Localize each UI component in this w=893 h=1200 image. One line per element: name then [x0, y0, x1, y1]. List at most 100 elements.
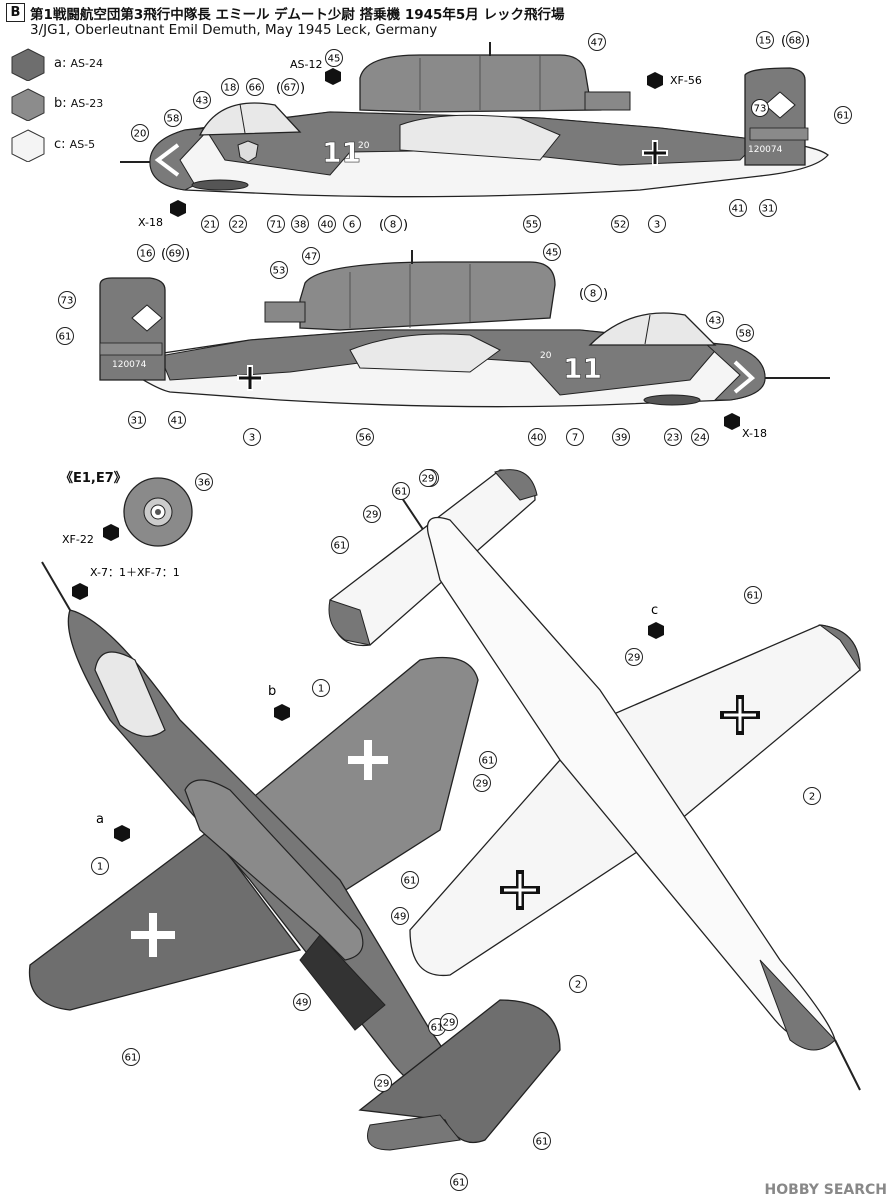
balkenkreuz-icon: [237, 365, 263, 391]
paint-tag-b: b: [268, 684, 276, 699]
part-callout: 61: [744, 586, 762, 604]
werknummer-marking: 120074: [748, 145, 783, 155]
balkenkreuz-icon: [348, 740, 388, 780]
small-number-marking: 20: [358, 141, 370, 151]
part-callout: 7: [566, 428, 584, 446]
part-callout: 31: [759, 199, 777, 217]
legend-paint: AS-24: [70, 57, 103, 70]
part-number: 58: [739, 329, 752, 340]
part-number: 1: [97, 862, 103, 873]
part-callout: 40: [318, 215, 336, 233]
part-number: 24: [694, 433, 707, 444]
werknummer-marking-2: 120074: [112, 360, 147, 370]
part-callout: 20: [131, 124, 149, 142]
part-callout: 55: [523, 215, 541, 233]
part-callout: 71: [267, 215, 285, 233]
paren-close: ): [403, 218, 408, 233]
part-callout: 29: [440, 1013, 458, 1031]
part-number: 61: [837, 111, 850, 122]
part-number: 39: [615, 433, 628, 444]
part-number: 16: [140, 249, 153, 260]
part-callout: 61: [56, 327, 74, 345]
part-callout: 16: [137, 244, 155, 262]
part-number: 61: [59, 332, 72, 343]
aircraft-number-marking: 11: [322, 136, 361, 169]
part-number: 67: [284, 83, 297, 94]
part-callout: 29: [419, 469, 437, 487]
paint-code-tags: AS-12 XF-56 X-18 X-18 XF-22 X-7：1＋XF-7：1…: [62, 58, 767, 842]
part-callout: 69(): [161, 244, 190, 262]
part-number: 61: [431, 1023, 444, 1034]
part-number: 71: [270, 220, 283, 231]
section-badge: B: [6, 3, 25, 22]
paint-tag-a: a: [96, 812, 104, 827]
part-callout: 29: [473, 774, 491, 792]
watermark-text: HOBBY SEARCH: [764, 1182, 887, 1198]
plan-view-top: [28, 561, 561, 1151]
part-number: 52: [614, 220, 627, 231]
aircraft-number-marking-2: 11: [563, 352, 602, 385]
paren-open: (: [579, 287, 584, 302]
paren-open: (: [161, 247, 166, 262]
part-callout: 61: [533, 1132, 551, 1150]
part-number: 31: [762, 204, 775, 215]
legend-item-a: a: AS-24: [8, 47, 128, 81]
part-number: 45: [546, 248, 559, 259]
part-number: 73: [754, 104, 767, 115]
part-callout: 73: [58, 291, 76, 309]
part-number: 45: [328, 54, 341, 65]
part-callout: 58: [164, 109, 182, 127]
part-number: 53: [273, 266, 286, 277]
part-number: 58: [167, 114, 180, 125]
part-number: 29: [443, 1018, 456, 1029]
view-label: 《E1,E7》: [60, 471, 127, 486]
side-view-left: 11 20 120074: [120, 42, 829, 198]
plan-view-bottom: [328, 469, 861, 1091]
part-callout: 52: [611, 215, 629, 233]
part-number: 2: [809, 792, 815, 803]
part-number: 23: [667, 433, 680, 444]
part-number: 15: [759, 36, 772, 47]
paint-tag-xf22: XF-22: [62, 533, 94, 546]
part-callout: 61: [122, 1048, 140, 1066]
part-callout: 45: [543, 243, 561, 261]
paren-open: (: [276, 81, 281, 96]
part-callout: 6: [343, 215, 361, 233]
part-number: 40: [321, 220, 334, 231]
legend-key: a:: [54, 56, 67, 71]
part-number: 20: [134, 129, 147, 140]
hex-swatch-icon: [11, 48, 45, 81]
part-number: 61: [482, 756, 495, 767]
part-number: 29: [476, 779, 489, 790]
hex-swatch-icon: [11, 88, 45, 121]
side-view-right: 120074 11 20: [99, 250, 830, 408]
part-number: 61: [404, 876, 417, 887]
part-number: 55: [526, 220, 539, 231]
part-number: 61: [747, 591, 760, 602]
part-number: 66: [249, 83, 262, 94]
legend-item-c: c: AS-5: [8, 128, 128, 162]
part-number: 49: [296, 998, 309, 1009]
legend-item-b: b: AS-23: [8, 87, 128, 121]
part-callout: 21: [201, 215, 219, 233]
paren-close: ): [185, 247, 190, 262]
paint-tag-as12: AS-12: [290, 58, 322, 71]
part-callout: 39: [612, 428, 630, 446]
part-number: 41: [171, 416, 184, 427]
part-number: 61: [125, 1053, 138, 1064]
part-callout: 61: [450, 1173, 468, 1191]
part-number: 40: [531, 433, 544, 444]
paren-close: ): [603, 287, 608, 302]
part-number: 29: [377, 1079, 390, 1090]
part-callout: 73: [751, 99, 769, 117]
paint-tag-x7: X-7：1＋XF-7：1: [90, 566, 180, 579]
part-number: 36: [198, 478, 211, 489]
part-number: 56: [359, 433, 372, 444]
part-number: 73: [61, 296, 74, 307]
part-number: 3: [654, 220, 660, 231]
part-callout: 22: [229, 215, 247, 233]
page-title-japanese: 第1戦闘航空団第3飛行中隊長 エミール デムート少尉 搭乗機 1945年5月 レ…: [30, 7, 565, 23]
legend-key: c:: [54, 137, 66, 152]
part-number: 43: [196, 96, 209, 107]
